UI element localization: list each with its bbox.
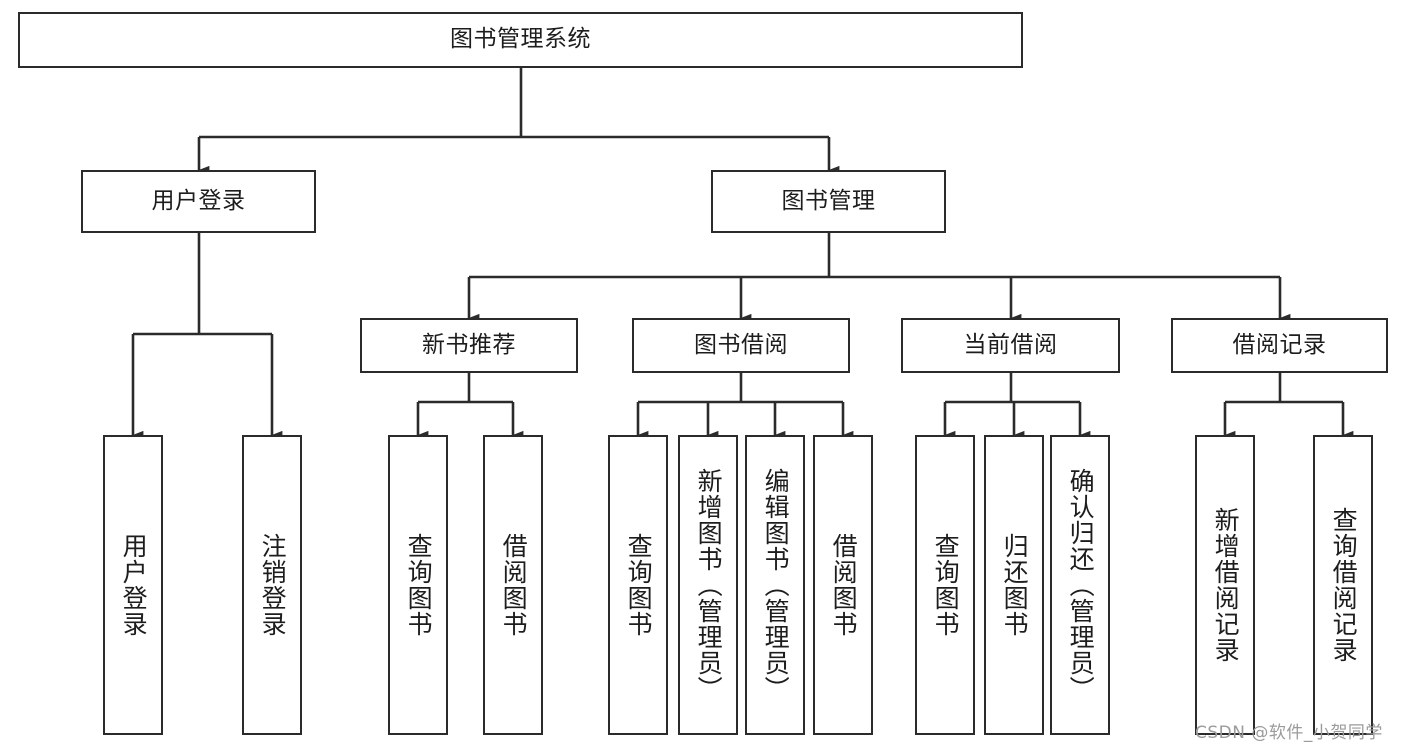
node-label: 新书推荐	[422, 331, 516, 358]
node-leaf-7[interactable]: 编辑图书（管理员）	[745, 435, 805, 735]
node-borrow[interactable]: 图书借阅	[632, 318, 850, 373]
node-label: 用户登录	[119, 533, 149, 637]
node-leaf-10[interactable]: 归还图书	[984, 435, 1044, 735]
node-current[interactable]: 当前借阅	[901, 318, 1120, 373]
node-bookmgmt[interactable]: 图书管理	[711, 170, 946, 233]
node-leaf-4[interactable]: 借阅图书	[483, 435, 543, 735]
node-label: 确认归还（管理员）	[1066, 468, 1096, 702]
node-label: 借阅图书	[829, 533, 859, 637]
node-label: 注销登录	[258, 533, 288, 637]
node-leaf-13[interactable]: 查询借阅记录	[1313, 435, 1373, 735]
node-label: 当前借阅	[963, 331, 1058, 358]
node-newbook[interactable]: 新书推荐	[360, 318, 578, 373]
node-label: 新增借阅记录	[1211, 507, 1241, 663]
node-label: 图书管理	[781, 187, 876, 214]
node-leaf-11[interactable]: 确认归还（管理员）	[1050, 435, 1110, 735]
node-label: 借阅记录	[1232, 331, 1327, 358]
node-label: 用户登录	[151, 187, 246, 214]
node-leaf-5[interactable]: 查询图书	[608, 435, 668, 735]
node-label: 查询图书	[931, 533, 961, 637]
node-login[interactable]: 用户登录	[81, 170, 316, 233]
node-label: 编辑图书（管理员）	[761, 468, 791, 702]
node-label: 查询借阅记录	[1329, 507, 1359, 663]
node-leaf-12[interactable]: 新增借阅记录	[1195, 435, 1255, 735]
node-label: 查询图书	[624, 533, 654, 637]
node-leaf-3[interactable]: 查询图书	[388, 435, 448, 735]
node-label: 查询图书	[404, 533, 434, 637]
node-label: 借阅图书	[499, 533, 529, 637]
node-leaf-8[interactable]: 借阅图书	[813, 435, 873, 735]
node-root[interactable]: 图书管理系统	[18, 12, 1023, 68]
csdn-watermark: CSDN @软件_小贺同学	[1195, 723, 1383, 743]
node-leaf-9[interactable]: 查询图书	[915, 435, 975, 735]
node-leaf-1[interactable]: 用户登录	[103, 435, 163, 735]
node-label: 归还图书	[1000, 533, 1030, 637]
node-label: 新增图书（管理员）	[694, 468, 724, 702]
node-label: 图书借阅	[694, 331, 788, 358]
node-label: 图书管理系统	[450, 26, 591, 53]
node-records[interactable]: 借阅记录	[1171, 318, 1388, 373]
node-leaf-2[interactable]: 注销登录	[242, 435, 302, 735]
node-leaf-6[interactable]: 新增图书（管理员）	[678, 435, 738, 735]
